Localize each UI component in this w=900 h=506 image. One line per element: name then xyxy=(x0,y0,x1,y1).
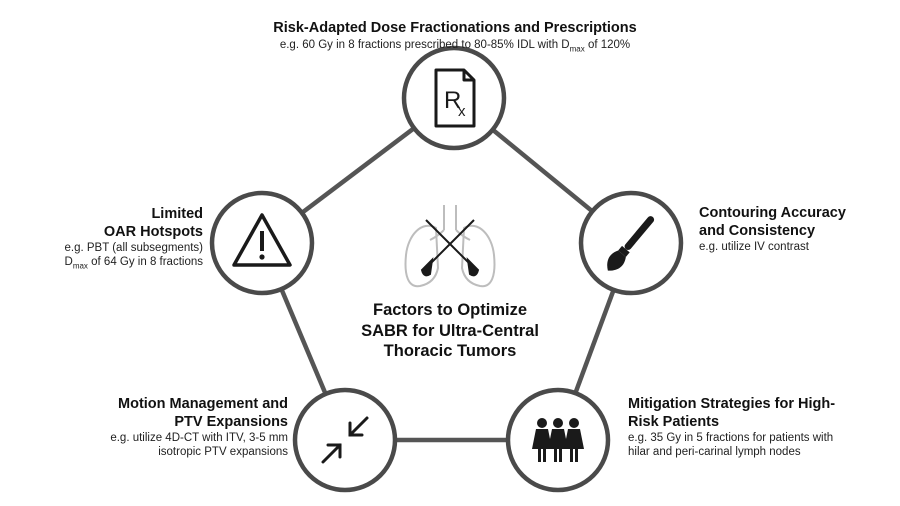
node-lower-right xyxy=(505,387,611,493)
label-lower-left-detail-2: isotropic PTV expansions xyxy=(158,446,288,459)
label-lower-left: Motion Management and PTV Expansions e.g… xyxy=(40,396,288,459)
paintbrush-icon xyxy=(607,216,655,271)
label-upper-left-detail-1: e.g. PBT (all subsegments) xyxy=(64,242,204,255)
label-lower-right-title-2: Risk Patients xyxy=(628,413,720,430)
svg-text:x: x xyxy=(458,103,466,120)
node-lower-left xyxy=(292,387,398,493)
node-lower-left-circle xyxy=(292,387,398,493)
label-top-detail: e.g. 60 Gy in 8 fractions prescribed to … xyxy=(279,38,631,53)
lungs-scalpels-icon xyxy=(404,205,496,288)
node-upper-left xyxy=(209,190,315,296)
warning-triangle-icon xyxy=(232,213,292,267)
label-upper-right-detail: e.g. utilize IV contrast xyxy=(699,241,809,254)
people-group-icon xyxy=(532,418,584,462)
label-top-title: Risk-Adapted Dose Fractionations and Pre… xyxy=(273,20,637,36)
label-upper-left-detail-2: Dmax of 64 Gy in 8 fractions xyxy=(64,256,204,271)
label-upper-right: Contouring Accuracy and Consistency e.g.… xyxy=(699,205,889,254)
label-lower-right-detail-2: hilar and peri-carinal lymph nodes xyxy=(628,446,801,459)
node-top: R x xyxy=(401,45,507,151)
label-upper-left-title-1: Limited xyxy=(151,206,203,222)
node-upper-right xyxy=(578,190,684,296)
label-lower-left-title-1: Motion Management and xyxy=(118,396,288,412)
center-title-line-3: Thoracic Tumors xyxy=(383,342,517,361)
label-lower-left-title-2: PTV Expansions xyxy=(174,413,288,430)
svg-text:R: R xyxy=(444,87,461,114)
label-lower-right-detail-1: e.g. 35 Gy in 5 fractions for patients w… xyxy=(628,432,834,445)
center-title-line-2: SABR for Ultra-Central xyxy=(361,321,539,340)
arrows-inward-icon xyxy=(321,416,369,464)
label-lower-left-detail-1: e.g. utilize 4D-CT with ITV, 3-5 mm xyxy=(110,432,288,445)
label-lower-right: Mitigation Strategies for High- Risk Pat… xyxy=(628,396,893,459)
label-upper-left: Limited OAR Hotspots e.g. PBT (all subse… xyxy=(20,206,204,271)
label-lower-right-title-1: Mitigation Strategies for High- xyxy=(628,396,836,412)
label-upper-right-title-2: and Consistency xyxy=(699,222,816,239)
label-upper-right-title-1: Contouring Accuracy xyxy=(699,205,846,221)
label-top: Risk-Adapted Dose Fractionations and Pre… xyxy=(250,20,660,54)
prescription-rx-icon: R x xyxy=(434,68,476,128)
center-title: Factors to Optimize SABR for Ultra-Centr… xyxy=(330,300,570,362)
label-upper-left-title-2: OAR Hotspots xyxy=(103,223,203,240)
center-title-line-1: Factors to Optimize xyxy=(372,301,528,319)
node-top-circle xyxy=(401,45,507,151)
